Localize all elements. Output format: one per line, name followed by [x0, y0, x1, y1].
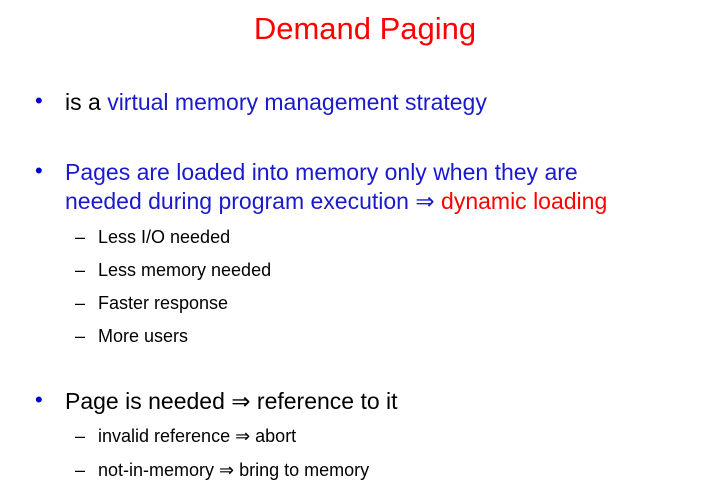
bullet-3-text: Page is needed ⇒ reference to it — [65, 388, 398, 414]
sub-bullet-marker: – — [75, 293, 86, 313]
bullet-marker: • — [35, 88, 43, 113]
bullet-2-line-1: Pages are loaded into memory only when t… — [65, 159, 578, 185]
sub-bullet-marker: – — [75, 260, 86, 280]
bullet-marker: • — [35, 158, 43, 183]
sub-bullet-text: not-in-memory ⇒ bring to memory — [98, 460, 370, 480]
slide-title: Demand Paging — [253, 11, 477, 46]
bullet-marker: • — [35, 387, 43, 412]
sub-bullet-text: Faster response — [98, 293, 229, 313]
sub-bullet-text: More users — [98, 326, 189, 346]
bullet-1-highlight: virtual memory management strategy — [107, 89, 487, 115]
sub-bullet-marker: – — [75, 460, 86, 480]
sub-bullet-marker: – — [75, 227, 86, 247]
sub-bullet-marker: – — [75, 426, 86, 446]
sub-bullet-text: Less I/O needed — [98, 227, 231, 247]
bullet-1-prefix: is a — [65, 89, 108, 115]
bullet-1-text: is a virtual memory management strategy — [65, 87, 487, 117]
sub-bullet-marker: – — [75, 326, 86, 346]
bullet-2-line-2: needed during program execution ⇒ dynami… — [65, 186, 607, 216]
bullet-2-highlight: dynamic loading — [434, 188, 608, 214]
implies-arrow: ⇒ — [415, 188, 435, 214]
sub-bullet-text: Less memory needed — [98, 260, 272, 280]
bullet-2-line-2-text: needed during program execution — [65, 188, 416, 214]
sub-bullet-text: invalid reference ⇒ abort — [98, 426, 297, 446]
